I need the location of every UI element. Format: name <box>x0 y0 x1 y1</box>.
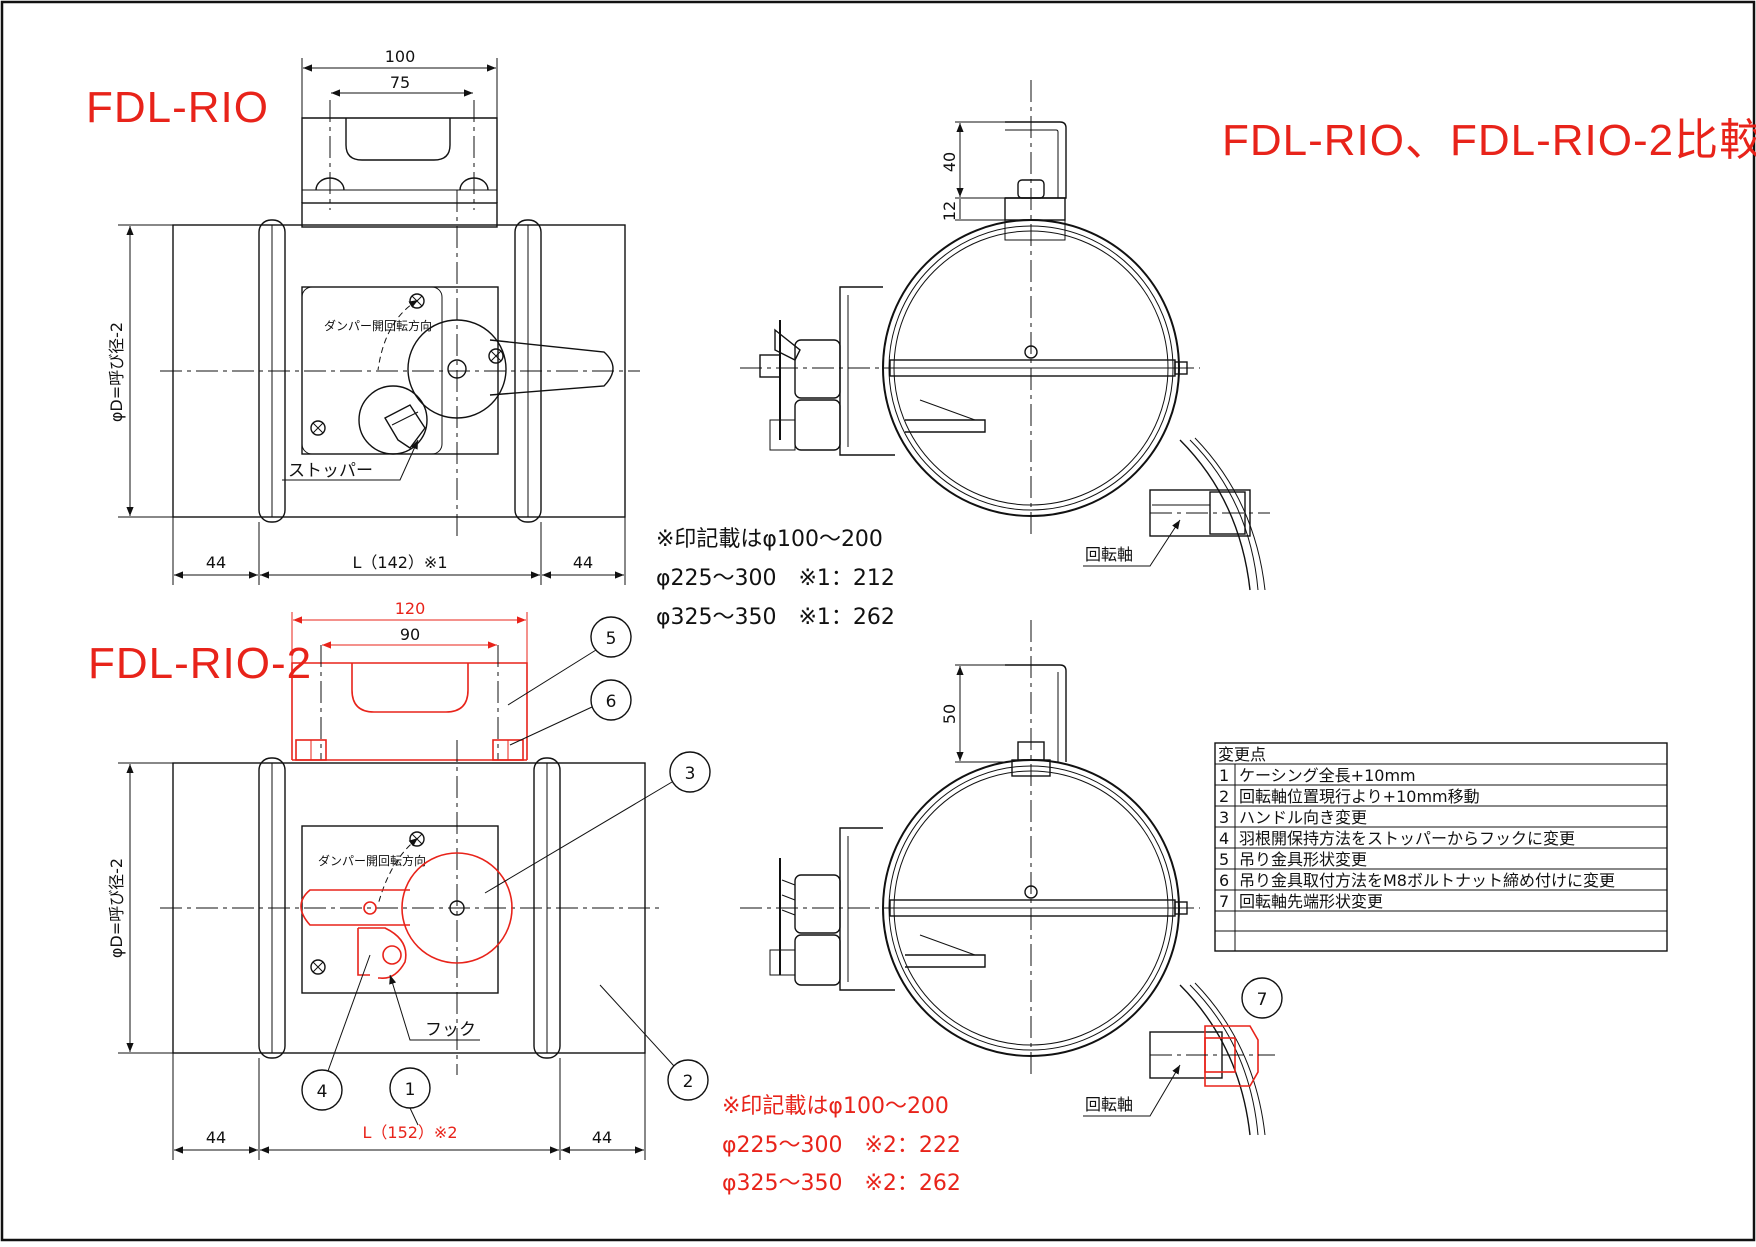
svg-text:3: 3 <box>685 764 696 784</box>
svg-text:2: 2 <box>1219 787 1229 806</box>
balloon-5: 5 <box>507 616 632 706</box>
change-row: 4 羽根開保持方法をストッパーからフックに変更 <box>1215 829 1667 849</box>
svg-text:吊り金具取付方法をM8ボルトナット締め付けに変更: 吊り金具取付方法をM8ボルトナット締め付けに変更 <box>1239 871 1615 890</box>
bottom-dim-length: L（152）※2 <box>362 1123 457 1142</box>
svg-text:1: 1 <box>405 1080 416 1100</box>
bottom-dim-left: 44 <box>206 1128 226 1147</box>
bottom-label-rotation: ダンパー開回転方向 <box>318 853 426 868</box>
balloon-4: 4 <box>301 954 371 1111</box>
change-row: 1 ケーシング全長+10mm <box>1215 766 1667 786</box>
svg-text:1: 1 <box>1219 766 1229 785</box>
top-note-3: φ325～350 ※1：262 <box>656 605 895 630</box>
svg-text:4: 4 <box>317 1082 328 1102</box>
svg-text:2: 2 <box>683 1072 694 1092</box>
bottom-side-dim-50: 50 <box>940 704 959 724</box>
top-dim-left: 44 <box>206 553 226 572</box>
top-note-2: φ225～300 ※1：212 <box>656 566 895 591</box>
svg-text:ハンドル向き変更: ハンドル向き変更 <box>1239 808 1367 827</box>
svg-text:5: 5 <box>606 629 617 649</box>
top-dim-overall: 100 <box>385 47 416 66</box>
top-dim-diameter: φD=呼び径-2 <box>107 322 126 422</box>
change-row: 6 吊り金具取付方法をM8ボルトナット締め付けに変更 <box>1215 871 1667 891</box>
svg-text:回転軸位置現行より+10mm移動: 回転軸位置現行より+10mm移動 <box>1239 787 1480 806</box>
bottom-note-2: φ225～300 ※2：222 <box>722 1133 961 1158</box>
bottom-side-label-shaft: 回転軸 <box>1085 1095 1133 1114</box>
svg-text:羽根開保持方法をストッパーからフックに変更: 羽根開保持方法をストッパーからフックに変更 <box>1239 829 1575 848</box>
top-label-stopper: ストッパー <box>288 461 373 481</box>
top-dim-length: L（142）※1 <box>352 553 447 572</box>
model-title-bottom: FDL-RIO-2 <box>88 639 312 688</box>
top-dim-inner: 75 <box>390 73 410 92</box>
change-row: 3 ハンドル向き変更 <box>1215 808 1667 828</box>
svg-text:7: 7 <box>1219 892 1229 911</box>
top-front-view: 100 75 ダンパー開回転方向 ストッパー <box>107 47 640 585</box>
svg-text:4: 4 <box>1219 829 1229 848</box>
top-label-rotation: ダンパー開回転方向 <box>324 318 432 333</box>
svg-text:回転軸先端形状変更: 回転軸先端形状変更 <box>1239 892 1383 911</box>
change-table-header: 変更点 <box>1218 745 1266 764</box>
top-note-1: ※印記載はφ100～200 <box>656 527 883 552</box>
model-title-top: FDL-RIO <box>86 83 269 132</box>
top-side-view: 40 12 回転軸 <box>740 80 1270 591</box>
balloon-6: 6 <box>509 679 632 746</box>
top-side-dim-12: 12 <box>940 201 959 221</box>
top-side-dim-40: 40 <box>940 152 959 172</box>
top-side-label-shaft: 回転軸 <box>1085 545 1133 564</box>
balloon-7: 7 <box>1241 977 1283 1019</box>
bottom-side-view: 50 回転軸 7 <box>740 620 1283 1136</box>
top-notes: ※印記載はφ100～200 φ225～300 ※1：212 φ325～350 ※… <box>656 527 895 630</box>
bottom-notes: ※印記載はφ100～200 φ225～300 ※2：222 φ325～350 ※… <box>722 1094 961 1196</box>
balloon-3: 3 <box>484 751 711 894</box>
top-dim-right: 44 <box>573 553 593 572</box>
balloon-2: 2 <box>599 984 709 1101</box>
svg-text:3: 3 <box>1219 808 1229 827</box>
svg-text:6: 6 <box>1219 871 1229 890</box>
bottom-note-1: ※印記載はφ100～200 <box>722 1094 949 1119</box>
balloon-1: 1 <box>389 1067 431 1126</box>
bottom-front-view: 120 90 ダンパー開回転方向 フック φD=呼び径-2 <box>107 599 711 1160</box>
svg-text:5: 5 <box>1219 850 1229 869</box>
svg-text:ケーシング全長+10mm: ケーシング全長+10mm <box>1239 766 1416 785</box>
svg-text:吊り金具形状変更: 吊り金具形状変更 <box>1239 850 1367 869</box>
bottom-label-hook: フック <box>425 1020 476 1040</box>
bottom-dim-overall: 120 <box>395 599 426 618</box>
bottom-dim-right: 44 <box>592 1128 612 1147</box>
svg-text:7: 7 <box>1257 990 1268 1010</box>
change-row: 2 回転軸位置現行より+10mm移動 <box>1215 787 1667 807</box>
change-row: 5 吊り金具形状変更 <box>1215 850 1667 870</box>
svg-text:6: 6 <box>606 692 617 712</box>
main-title: FDL-RIO、FDL-RIO-2比較図 <box>1222 116 1756 165</box>
change-table: 変更点 1 ケーシング全長+10mm 2 回転軸位置現行より+10mm移動 3 … <box>1214 742 1668 952</box>
change-row: 7 回転軸先端形状変更 <box>1215 892 1667 912</box>
bottom-dim-inner: 90 <box>400 625 420 644</box>
bottom-dim-diameter: φD=呼び径-2 <box>107 858 126 958</box>
bottom-note-3: φ325～350 ※2：262 <box>722 1171 961 1196</box>
